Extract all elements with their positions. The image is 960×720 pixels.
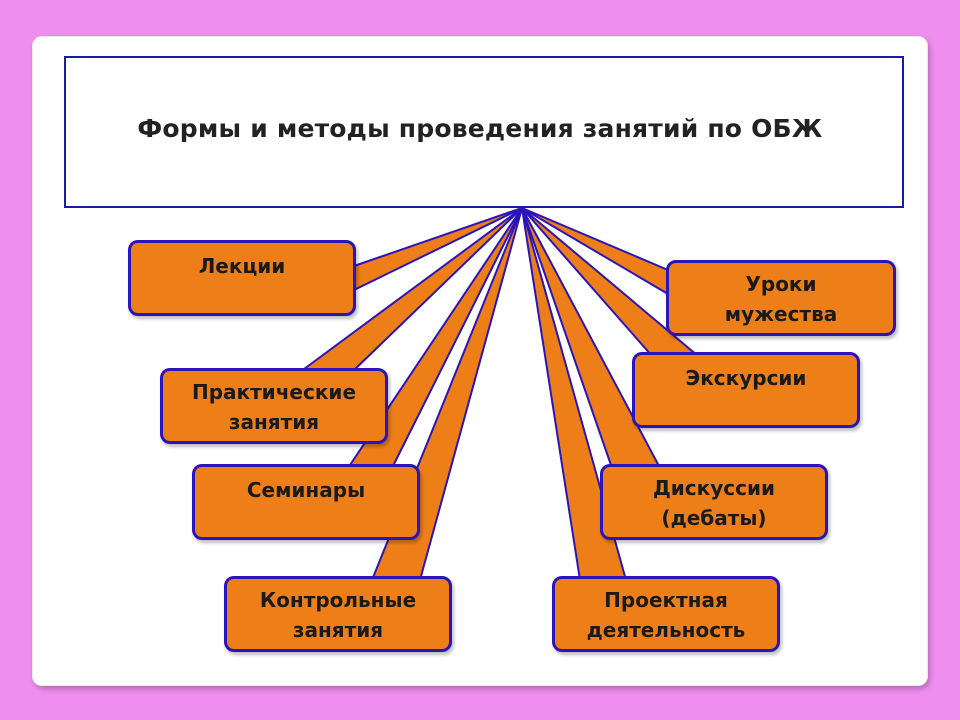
node-excursions: Экскурсии	[632, 352, 860, 428]
node-label-lectures: Лекции	[198, 254, 286, 278]
node-lectures: Лекции	[128, 240, 356, 316]
node-label-practical: Практические занятия	[191, 380, 357, 434]
node-tests: Контрольные занятия	[224, 576, 452, 652]
node-courage: Уроки мужества	[666, 260, 896, 336]
node-practical: Практические занятия	[160, 368, 388, 444]
node-discussions: Дискуссии (дебаты)	[600, 464, 828, 540]
node-projects: Проектная деятельность	[552, 576, 780, 652]
title-box	[64, 56, 904, 208]
node-label-discussions: Дискуссии (дебаты)	[652, 476, 776, 530]
node-seminars: Семинары	[192, 464, 420, 540]
node-label-courage: Уроки мужества	[724, 272, 838, 326]
node-label-excursions: Экскурсии	[685, 366, 807, 390]
node-label-seminars: Семинары	[246, 478, 366, 502]
diagram-title: Формы и методы проведения занятий по ОБЖ	[137, 114, 823, 143]
node-label-projects: Проектная деятельность	[586, 588, 746, 642]
node-label-tests: Контрольные занятия	[259, 588, 417, 642]
